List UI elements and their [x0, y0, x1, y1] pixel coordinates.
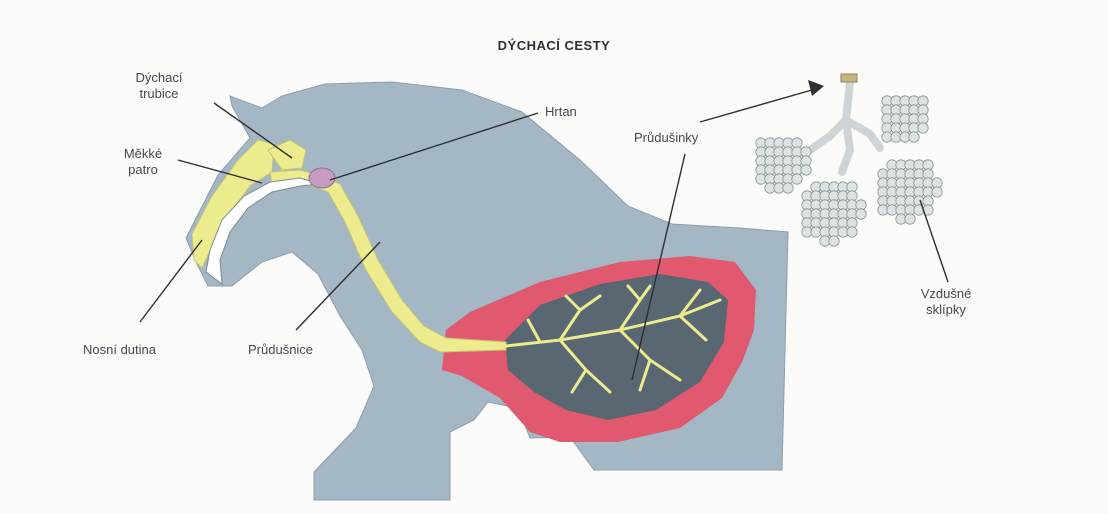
alveolus	[792, 174, 802, 184]
diagram-title: DÝCHACÍ CESTY	[0, 38, 1108, 53]
label-alveoli-line2: sklípky	[910, 302, 982, 318]
label-trachea: Průdušnice	[248, 342, 313, 358]
alveoli-stem	[810, 82, 880, 172]
alveolus	[829, 236, 839, 246]
alveoli-cluster	[756, 74, 942, 246]
alveoli-stem-cut	[841, 74, 857, 82]
larynx	[309, 168, 335, 188]
leader-nasal-cavity	[140, 240, 202, 322]
alveolus	[801, 165, 811, 175]
label-larynx: Hrtan	[545, 104, 577, 120]
alveolus	[856, 209, 866, 219]
alveolus	[905, 214, 915, 224]
label-alveoli-line1: Vzdušné	[910, 286, 982, 302]
label-nasal-cavity: Nosní dutina	[83, 342, 156, 358]
alveolus	[918, 123, 928, 133]
label-bronchioles: Průdušinky	[634, 130, 698, 146]
label-soft-palate: Měkké patro	[112, 146, 174, 178]
label-trachea-tube-line2: trubice	[128, 86, 190, 102]
label-trachea-tube: Dýchací trubice	[128, 70, 190, 102]
leader-arrow	[700, 90, 812, 122]
label-soft-palate-line2: patro	[112, 162, 174, 178]
alveolus	[783, 183, 793, 193]
arrow-head	[808, 80, 824, 96]
leader-alveoli	[920, 200, 948, 282]
alveolus	[932, 187, 942, 197]
label-soft-palate-line1: Měkké	[112, 146, 174, 162]
alveolus	[909, 132, 919, 142]
label-trachea-tube-line1: Dýchací	[128, 70, 190, 86]
label-alveoli: Vzdušné sklípky	[910, 286, 982, 318]
alveolus	[847, 227, 857, 237]
